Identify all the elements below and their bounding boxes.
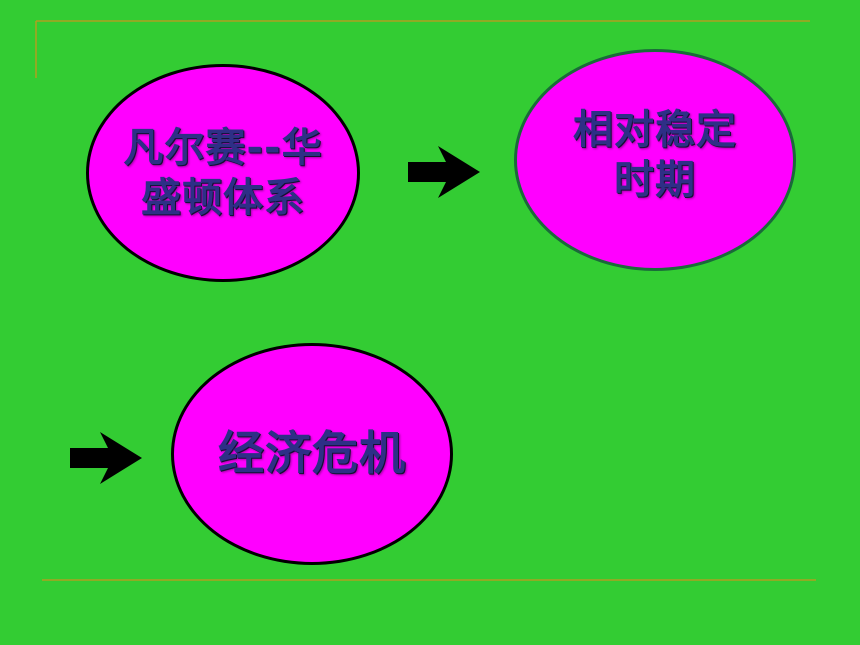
- node-versailles-washington-system: 凡尔赛--华盛顿体系: [86, 64, 360, 282]
- node-relative-stability-period: 相对稳定时期: [514, 49, 796, 271]
- arrow-right-icon: [408, 146, 480, 198]
- arrow-right-icon: [70, 432, 142, 484]
- node-label: 经济危机: [218, 426, 406, 481]
- node-label: 凡尔赛--华盛顿体系: [123, 125, 323, 221]
- node-label: 相对稳定时期: [573, 107, 737, 203]
- node-economic-crisis: 经济危机: [171, 343, 453, 565]
